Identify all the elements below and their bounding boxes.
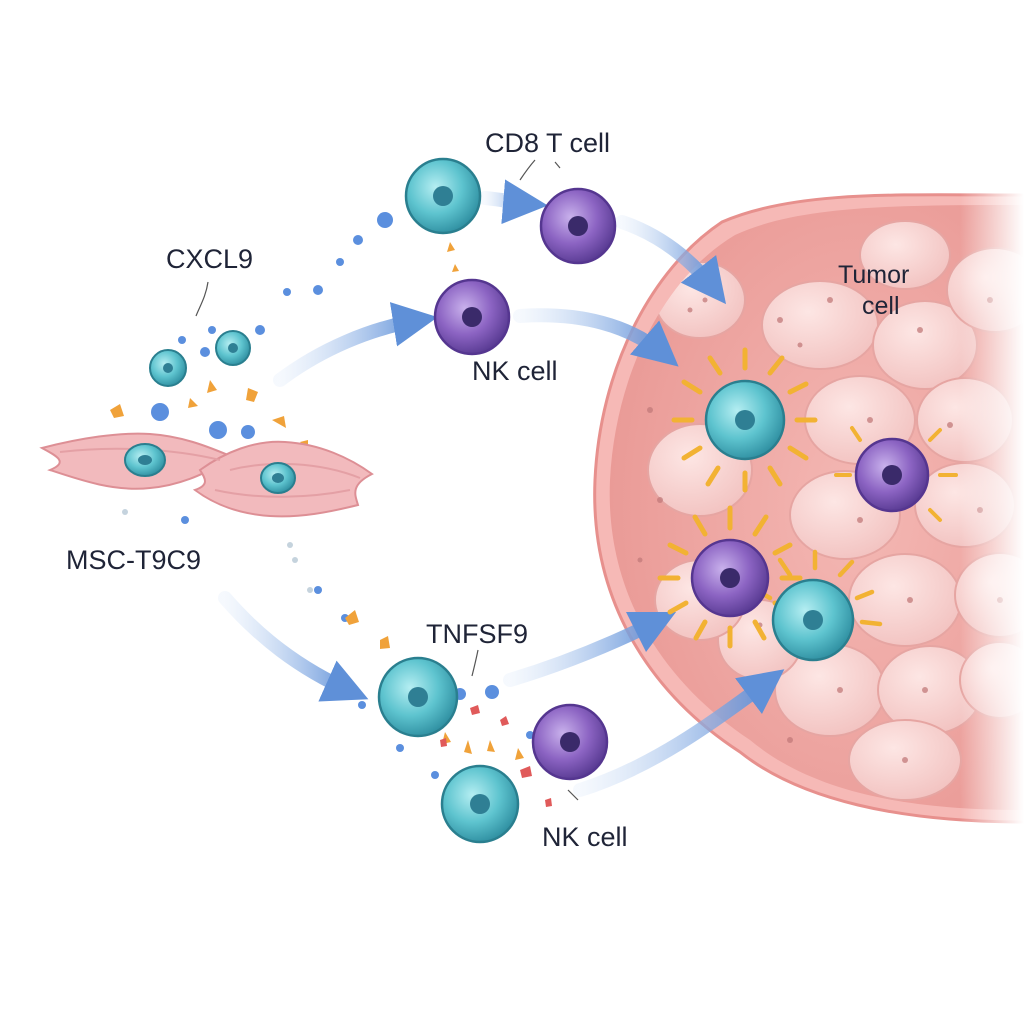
label-cxcl9: CXCL9 — [166, 244, 253, 274]
nk-cell-top — [433, 278, 511, 356]
t-cell-lower — [377, 656, 459, 738]
nk-cell-lower — [531, 703, 609, 781]
tumor-infiltrating-nk-cell-lower — [690, 538, 770, 618]
label-tnfsf9: TNFSF9 — [426, 619, 528, 649]
red-particles — [440, 705, 552, 807]
arrow-msc-to-lower-tcell — [218, 591, 369, 702]
label-tumor-line1: Tumor — [838, 261, 909, 289]
light-particles — [122, 447, 313, 593]
t-cell-bottom — [440, 764, 520, 844]
tumor-infiltrating-nk-cell-right — [854, 437, 930, 513]
arrow-msc-to-nk — [273, 302, 438, 387]
tumor-infiltrating-t-cell-lower — [771, 578, 855, 662]
label-tumor-line2: cell — [862, 292, 900, 320]
tumor-fade — [960, 190, 1024, 830]
arrow-cd8-to-tumor — [615, 215, 727, 305]
arrow-lower-tcell-to-tumor — [503, 611, 677, 687]
msc-cells — [39, 432, 374, 518]
arrow-nk-to-tumor — [513, 308, 679, 367]
burst-nk-right — [834, 426, 958, 522]
label-msc: MSC-T9C9 — [66, 545, 201, 575]
blue-particles — [151, 212, 534, 779]
flow-arrows — [218, 179, 785, 797]
arrow-tcell-to-cd8 — [478, 179, 548, 225]
secreted-vesicles — [149, 330, 251, 387]
label-nk-cell-top: NK cell — [472, 356, 558, 386]
tumor-infiltrating-t-cell-upper — [704, 379, 786, 461]
label-nk-cell-bottom: NK cell — [542, 822, 628, 852]
leader-lines — [195, 159, 579, 801]
t-cell-top — [404, 157, 482, 235]
cd8-t-cell — [539, 187, 617, 265]
arrow-lower-group-to-tumor — [573, 669, 785, 797]
tumor-mass — [593, 190, 1024, 830]
label-cd8-t-cell: CD8 T cell — [485, 128, 610, 158]
burst-t-cell-upper — [671, 347, 818, 493]
